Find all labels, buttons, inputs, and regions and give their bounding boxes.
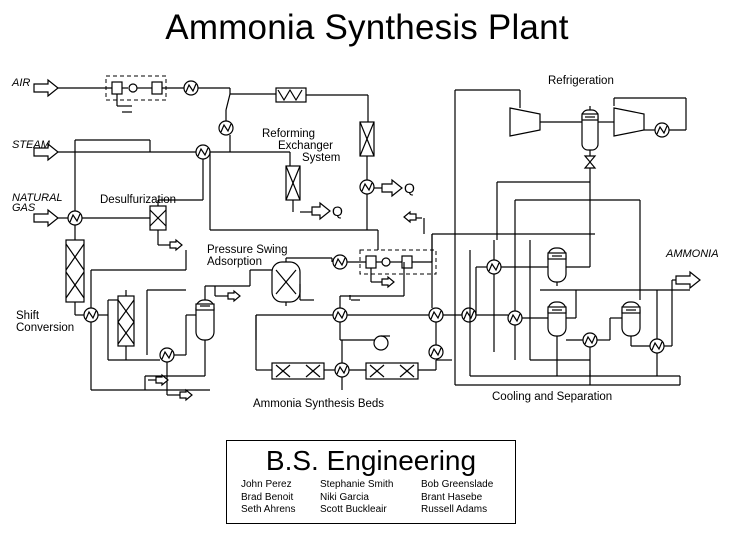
synthesis-beds-label: Ammonia Synthesis Beds <box>253 398 384 410</box>
team-member: Scott Buckleair <box>320 504 387 515</box>
diagram-title: Ammonia Synthesis Plant <box>165 8 569 47</box>
team-column-2: Stephanie Smith Niki Garcia Scott Buckle… <box>320 479 393 517</box>
heat-duty-label-2: Q <box>332 203 343 219</box>
air-feed-arrow <box>33 78 59 98</box>
reforming-exchanger-system <box>58 93 403 231</box>
team-column-3: Bob Greenslade Brant Hasebe Russell Adam… <box>421 479 493 517</box>
steam-label: STEAM <box>12 139 51 151</box>
desulfurization-unit <box>58 199 203 252</box>
ammonia-product-arrow <box>675 270 701 290</box>
shift-label-2: Conversion <box>16 322 74 334</box>
psa-label-2: Adsorption <box>207 256 262 268</box>
natural-gas-label-2: GAS <box>12 202 36 214</box>
shift-label-1: Shift <box>16 310 40 322</box>
heat-duty-label-1: Q <box>404 180 415 196</box>
team-column-1: John Perez Brad Benoit Seth Ahrens <box>241 479 295 517</box>
steam-feed-arrow <box>33 142 59 162</box>
natural-gas-feed-arrow <box>33 208 59 228</box>
natural-gas-label-1: NATURAL <box>12 192 63 204</box>
company-name: B.S. Engineering <box>265 445 477 476</box>
team-member: Brant Hasebe <box>421 491 483 503</box>
reforming-label-1: Reforming <box>262 128 315 140</box>
reforming-label-2: Exchanger <box>278 140 333 152</box>
team-member: Seth Ahrens <box>241 504 296 515</box>
air-label: AIR <box>11 77 30 89</box>
cooling-separation-label: Cooling and Separation <box>492 391 612 403</box>
shift-conversion-section <box>65 239 210 402</box>
air-compression-train <box>58 75 369 122</box>
psa-label-1: Pressure Swing <box>207 244 288 256</box>
team-member: Stephanie Smith <box>320 479 394 490</box>
cooling-separation-section <box>455 182 690 386</box>
team-member: Niki Garcia <box>320 491 369 503</box>
pressure-swing-adsorption <box>185 230 437 376</box>
reforming-label-3: System <box>302 152 340 164</box>
team-member: John Perez <box>241 479 292 490</box>
ammonia-synthesis-beds <box>255 210 595 390</box>
credits-box: B.S. Engineering John Perez Brad Benoit … <box>226 440 516 524</box>
team-member: Russell Adams <box>421 504 488 515</box>
desulfurization-label: Desulfurization <box>100 194 176 206</box>
team-member: Bob Greenslade <box>421 479 494 490</box>
ammonia-label: AMMONIA <box>665 248 719 260</box>
refrigeration-system <box>454 89 687 385</box>
refrigeration-label: Refrigeration <box>548 75 614 87</box>
team-member: Brad Benoit <box>241 491 294 503</box>
